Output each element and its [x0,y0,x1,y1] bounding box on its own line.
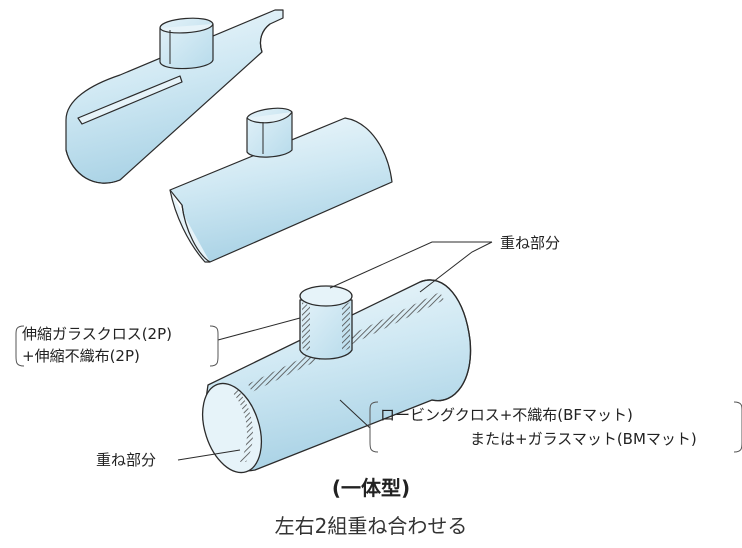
left-bracket-close [209,325,219,367]
upper-shell-half [65,9,284,184]
assembled-tee-pipe [201,279,472,474]
leader-right-material [339,399,371,429]
caption-title: (一体型) [331,476,411,500]
right-material-line1: ロービングクロス+不織布(BFマット) [380,406,633,424]
leader-overlap-top-1 [329,241,492,289]
leader-left-material [217,317,301,341]
overlap-top-label: 重ね部分 [500,234,561,252]
left-material-line1: 伸縮ガラスクロス(2P) [22,325,172,343]
brackets [15,325,742,453]
right-bracket-close [733,401,742,453]
leader-overlap-bottom [177,449,241,461]
right-material-line2: または+ガラスマット(BMマット) [470,430,697,448]
lower-shell-half [169,107,393,263]
left-bracket-open [15,325,25,367]
leader-lines [177,241,493,461]
caption-subtitle: 左右2組重ね合わせる [274,514,468,538]
overlap-bottom-label: 重ね部分 [96,451,157,469]
left-material-line2: +伸縮不織布(2P) [22,347,140,365]
leader-overlap-top-2 [419,241,493,293]
right-bracket-open [369,401,379,453]
